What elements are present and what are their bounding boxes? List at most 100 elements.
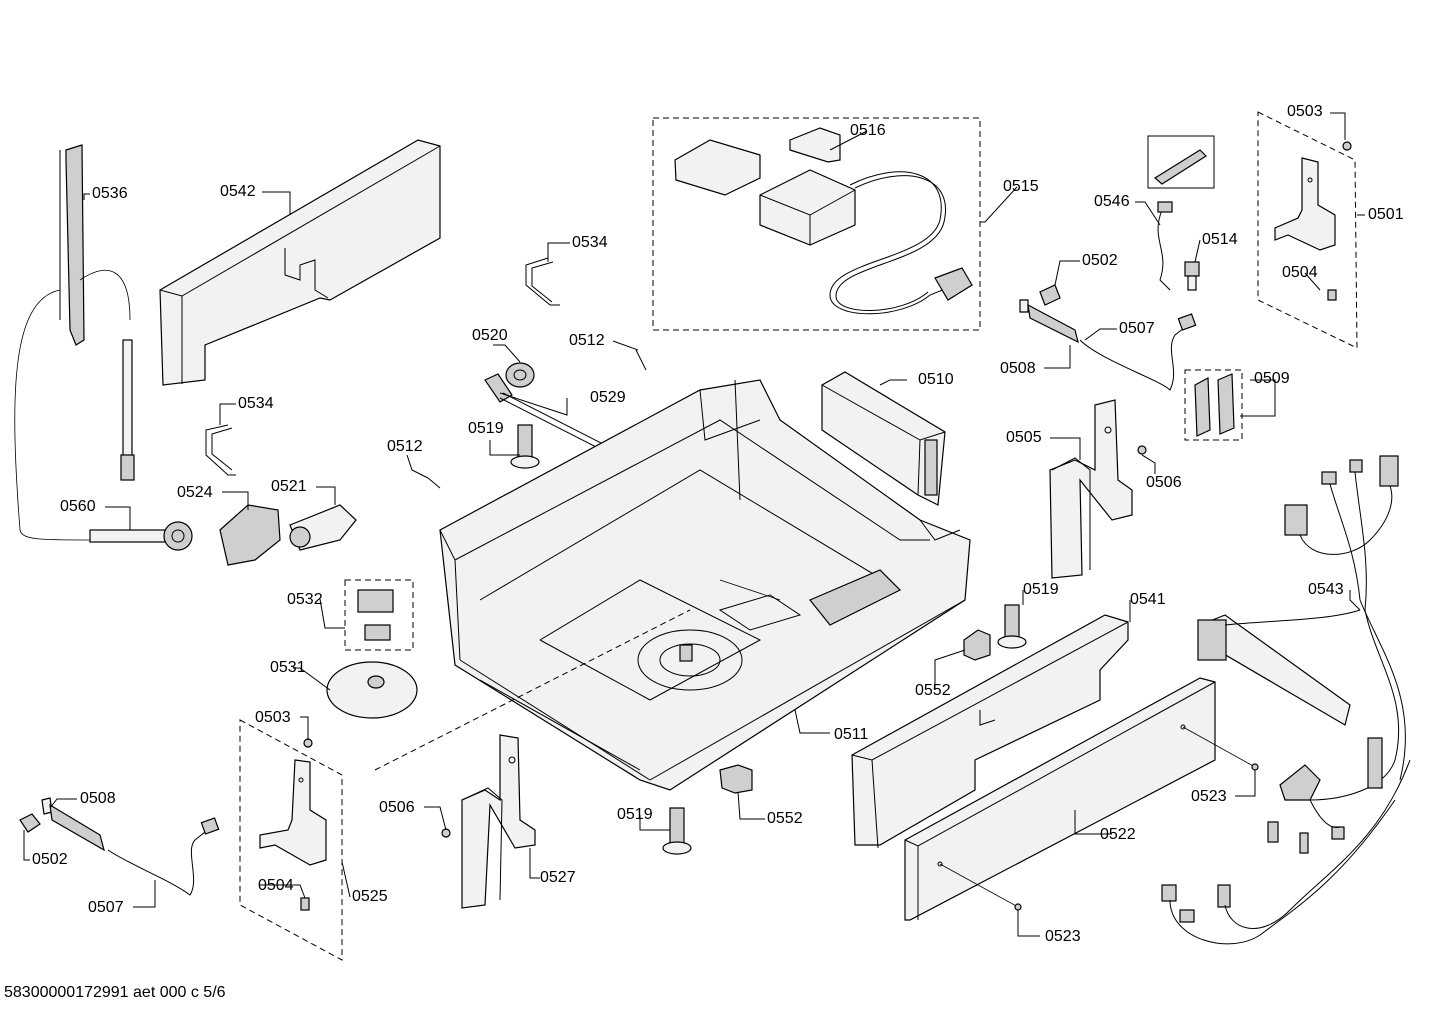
part-0523-screw-bottom xyxy=(1014,903,1022,911)
part-0516-cover xyxy=(674,127,856,246)
part-0511-base xyxy=(439,379,971,791)
label-0523-right: 0523 xyxy=(1191,788,1227,805)
part-0512-screw-left xyxy=(427,477,441,489)
label-0504-bottom: 0504 xyxy=(258,877,294,894)
document-footer-id: 58300000172991 aet 000 c 5/6 xyxy=(4,984,226,1001)
label-0515: 0515 xyxy=(1003,178,1039,195)
part-0506-screw-right xyxy=(1137,445,1147,455)
part-0512-screw-top xyxy=(635,349,647,371)
label-0542: 0542 xyxy=(220,183,256,200)
part-0534-bracket-left xyxy=(205,424,236,476)
part-0532-relay-b xyxy=(364,624,391,641)
part-0515-cable xyxy=(829,171,956,315)
part-0531-disc xyxy=(326,661,418,719)
label-0519-right: 0519 xyxy=(1023,581,1059,598)
part-0519-foot-right xyxy=(997,604,1027,649)
part-0536-rod xyxy=(59,144,135,481)
part-0546-board xyxy=(1147,135,1215,189)
label-0501: 0501 xyxy=(1368,206,1404,223)
hose-line-0560 xyxy=(14,289,91,541)
label-0522: 0522 xyxy=(1100,826,1136,843)
part-0543-harness xyxy=(1161,455,1411,945)
part-0508-spring-left xyxy=(41,797,105,852)
leader-0531 xyxy=(374,609,691,771)
label-0531: 0531 xyxy=(270,659,306,676)
part-0541-panel xyxy=(851,614,1129,849)
part-0560-pipe xyxy=(89,521,193,551)
part-0502-holder-right xyxy=(1039,284,1061,306)
part-0542-panel xyxy=(159,139,441,386)
label-0546: 0546 xyxy=(1094,193,1130,210)
label-0519-bottom: 0519 xyxy=(617,806,653,823)
part-0515-plug xyxy=(934,267,973,301)
part-0519-foot-bottom xyxy=(662,807,692,855)
label-0536: 0536 xyxy=(92,185,128,202)
label-0511: 0511 xyxy=(834,726,869,743)
label-0534-left: 0534 xyxy=(238,395,274,412)
part-0532-relay-a xyxy=(357,589,394,613)
label-0532: 0532 xyxy=(287,591,323,608)
label-0524: 0524 xyxy=(177,484,213,501)
part-0508-spring-right xyxy=(1019,299,1079,344)
label-0520: 0520 xyxy=(472,327,508,344)
part-0510-module xyxy=(821,371,946,506)
label-0508-right: 0508 xyxy=(1000,360,1036,377)
part-0503-screw-bottom xyxy=(303,738,313,748)
label-0527: 0527 xyxy=(540,869,576,886)
label-0506-left: 0506 xyxy=(379,799,415,816)
part-0552-clip-bottom xyxy=(719,764,753,794)
group-box-0532 xyxy=(344,579,414,651)
label-0514: 0514 xyxy=(1202,231,1238,248)
part-0504-clip-bottom xyxy=(300,897,310,911)
part-0519-foot-top xyxy=(510,424,540,469)
label-0502-right: 0502 xyxy=(1082,252,1118,269)
label-0506-right: 0506 xyxy=(1146,474,1182,491)
label-0507-left: 0507 xyxy=(88,899,124,916)
part-0552-clip-right xyxy=(963,629,991,661)
group-box-0509 xyxy=(1184,369,1243,441)
label-0560: 0560 xyxy=(60,498,96,515)
label-0529: 0529 xyxy=(590,389,626,406)
label-0523-bottom: 0523 xyxy=(1045,928,1081,945)
label-0509: 0509 xyxy=(1254,370,1290,387)
label-0502-left: 0502 xyxy=(32,851,68,868)
part-0507-cable-right xyxy=(1079,324,1189,391)
label-0525: 0525 xyxy=(352,888,388,905)
part-0520-gear xyxy=(505,362,535,388)
label-0552-right: 0552 xyxy=(915,682,951,699)
part-0502-holder-left xyxy=(19,813,41,833)
part-0521-pump xyxy=(289,504,357,551)
part-0509-latch-b xyxy=(1217,373,1235,435)
label-0516: 0516 xyxy=(850,122,886,139)
label-0503-bottom: 0503 xyxy=(255,709,291,726)
label-0521: 0521 xyxy=(271,478,307,495)
label-0519-top: 0519 xyxy=(468,420,504,437)
label-0541: 0541 xyxy=(1130,591,1166,608)
part-0546-wire xyxy=(1157,209,1171,291)
part-0534-bracket-top xyxy=(525,257,560,306)
label-0512-left: 0512 xyxy=(387,438,423,455)
part-0501-hinge xyxy=(1274,157,1336,251)
label-0508-left: 0508 xyxy=(80,790,116,807)
label-0510: 0510 xyxy=(918,371,954,388)
label-0504-top: 0504 xyxy=(1282,264,1318,281)
label-0512-top: 0512 xyxy=(569,332,605,349)
part-0522-panel xyxy=(904,677,1216,921)
part-0503-screw-top xyxy=(1342,141,1352,151)
part-0514-sensor xyxy=(1184,261,1200,291)
hose-line-0536 xyxy=(79,270,131,321)
part-0523-screw-right xyxy=(1251,763,1259,771)
group-box-0525 xyxy=(239,719,343,961)
part-0505-bracket xyxy=(1049,399,1133,579)
part-0506-screw-left xyxy=(441,828,451,838)
label-0507-right: 0507 xyxy=(1119,320,1155,337)
part-0527-bracket xyxy=(461,734,536,909)
label-0534-top: 0534 xyxy=(572,234,608,251)
part-0509-latch-a xyxy=(1194,377,1211,437)
part-0507-cable-left xyxy=(107,827,211,896)
label-0543: 0543 xyxy=(1308,581,1344,598)
part-0524-housing xyxy=(219,504,281,566)
label-0503-top: 0503 xyxy=(1287,103,1323,120)
